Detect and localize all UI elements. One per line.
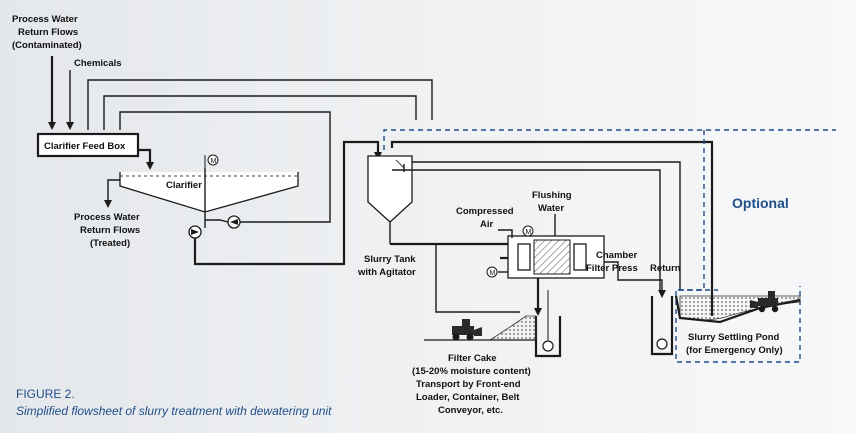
underflow-to-slurry-tank-line xyxy=(193,140,382,266)
label-chamber-press-2: Filter Press xyxy=(586,263,638,274)
filtrate-pit xyxy=(534,290,562,358)
label-process-water-in-3: (Contaminated) xyxy=(12,40,82,51)
label-optional: Optional xyxy=(732,195,789,211)
optional-route-top xyxy=(383,129,836,150)
label-flushing-water-2: Water xyxy=(538,203,564,214)
clarifier-agitator-motor-icon: M xyxy=(204,154,219,168)
label-treated-3: (Treated) xyxy=(90,238,130,249)
label-treated-1: Process Water xyxy=(74,212,140,223)
label-slurry-tank-1: Slurry Tank xyxy=(364,254,416,265)
clarifier-vessel xyxy=(104,168,299,228)
label-pond-2: (for Emergency Only) xyxy=(686,345,783,356)
label-slurry-tank-2: with Agitator xyxy=(357,267,416,278)
pond-loader-icon xyxy=(750,291,779,313)
label-clarifier: Clarifier xyxy=(166,180,202,191)
underflow-pump-icon xyxy=(188,225,202,239)
slurry-tank xyxy=(367,155,413,244)
feed-to-clarifier-line xyxy=(138,148,154,170)
inflow-lines xyxy=(48,56,433,223)
label-cake-5: Conveyor, etc. xyxy=(438,405,503,416)
figure-caption: Simplified flowsheet of slurry treatment… xyxy=(16,404,332,418)
label-process-water-in-2: Return Flows xyxy=(18,27,78,38)
label-compressed-air-1: Compressed xyxy=(456,206,514,217)
label-treated-2: Return Flows xyxy=(80,225,140,236)
label-pond-1: Slurry Settling Pond xyxy=(688,332,780,343)
label-return: Return xyxy=(650,263,681,274)
label-clarifier-feed-box: Clarifier Feed Box xyxy=(44,141,126,152)
label-cake-2: (15-20% moisture content) xyxy=(412,366,531,377)
label-compressed-air-2: Air xyxy=(480,219,494,230)
svg-text:M: M xyxy=(211,158,217,165)
front-end-loader-icon xyxy=(452,319,482,341)
svg-text:M: M xyxy=(490,270,496,277)
label-flushing-water-1: Flushing xyxy=(532,190,572,201)
filter-cake-pile xyxy=(424,315,537,341)
flushing-water-motor-icon: M xyxy=(522,225,534,237)
chamber-filter-press xyxy=(498,235,605,279)
return-line-inner xyxy=(392,169,661,290)
return-pit xyxy=(650,290,674,356)
label-chamber-press-1: Chamber xyxy=(596,250,637,261)
label-chemicals: Chemicals xyxy=(74,58,122,69)
slurry-settling-pond xyxy=(674,295,801,324)
figure-number: FIGURE 2. xyxy=(16,387,75,401)
press-motor-icon: M xyxy=(486,266,498,278)
label-process-water-in-1: Process Water xyxy=(12,14,78,25)
svg-text:M: M xyxy=(526,229,532,236)
label-cake-3: Transport by Front-end xyxy=(416,379,521,390)
clarifier-feed-box xyxy=(36,132,140,158)
label-cake-1: Filter Cake xyxy=(448,353,497,364)
label-cake-4: Loader, Container, Belt xyxy=(416,392,520,403)
line-to-settling-pond xyxy=(390,140,714,316)
recycle-pump-icon xyxy=(227,215,241,229)
